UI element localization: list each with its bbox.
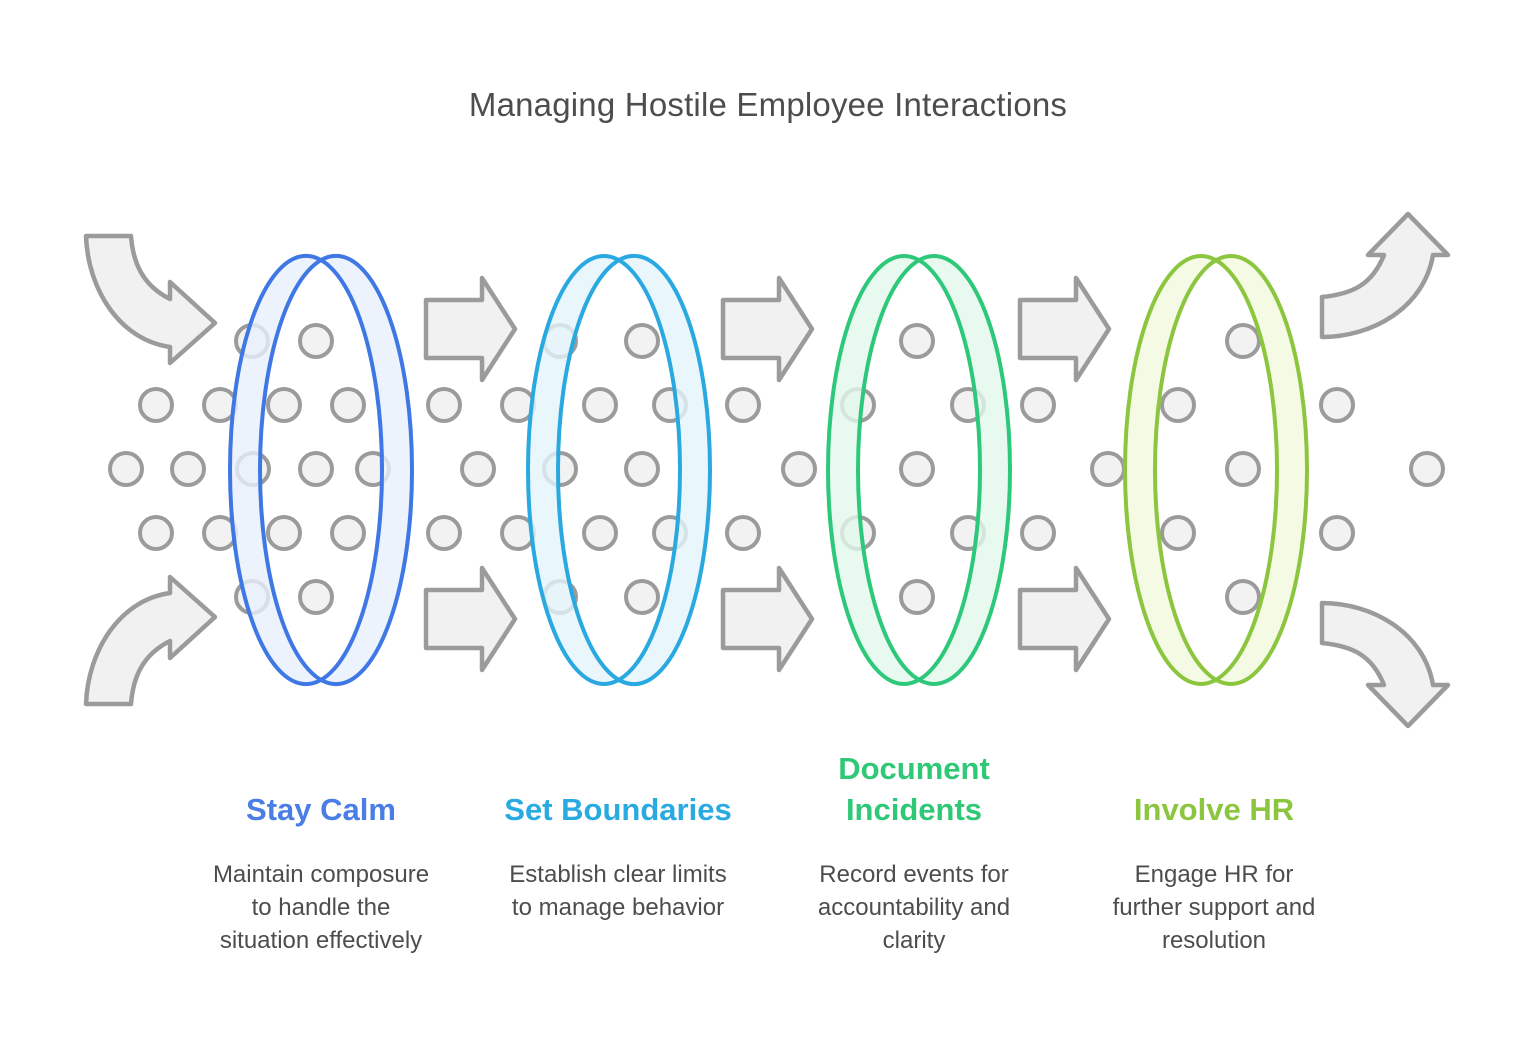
- stage-label-involve-hr: Involve HR: [1133, 792, 1295, 827]
- dot: [460, 451, 496, 487]
- outflow-top-arrow-icon: [1319, 211, 1451, 340]
- diagram-title: Managing Hostile Employee Interactions: [468, 86, 1068, 123]
- dot: [108, 451, 144, 487]
- right-arrow-icon: [1017, 275, 1112, 383]
- dot: [582, 515, 618, 551]
- dot: [266, 515, 302, 551]
- inflow-top-arrow-icon: [83, 233, 218, 366]
- dot: [1090, 451, 1126, 487]
- dot: [266, 387, 302, 423]
- dot: [899, 579, 935, 615]
- right-arrow-icon: [423, 275, 518, 383]
- outflow-bottom-arrow-icon: [1319, 600, 1451, 729]
- flow-ring-1: [227, 254, 415, 686]
- dot: [725, 515, 761, 551]
- dot: [1409, 451, 1445, 487]
- flow-ring-4: [1122, 254, 1310, 686]
- dot: [1020, 515, 1056, 551]
- dot: [426, 387, 462, 423]
- dot: [330, 387, 366, 423]
- stage-label-set-boundaries: Set Boundaries: [504, 792, 732, 827]
- dot: [1225, 323, 1261, 359]
- dot: [138, 387, 174, 423]
- dot: [1225, 579, 1261, 615]
- dot: [1160, 387, 1196, 423]
- stage-description-stay-calm: Maintain composure to handle the situati…: [212, 861, 430, 954]
- dot: [582, 387, 618, 423]
- stage-description-document-incidents: Record events for accountability and cla…: [817, 861, 1011, 954]
- dot: [725, 387, 761, 423]
- dot: [1225, 451, 1261, 487]
- stage-label-document-incidents: Document Incidents: [838, 751, 990, 827]
- flow-ring-2: [525, 254, 713, 686]
- dot: [899, 451, 935, 487]
- flow-ring-3: [825, 254, 1013, 686]
- right-arrow-icon: [720, 275, 815, 383]
- right-arrow-icon: [1017, 565, 1112, 673]
- dot: [170, 451, 206, 487]
- stage-description-set-boundaries: Establish clear limits to manage behavio…: [509, 861, 727, 921]
- dot: [298, 579, 334, 615]
- inflow-bottom-arrow-icon: [83, 574, 218, 707]
- dot: [1160, 515, 1196, 551]
- dot: [624, 451, 660, 487]
- right-arrow-icon: [720, 565, 815, 673]
- dot: [426, 515, 462, 551]
- stage-label-stay-calm: Stay Calm: [246, 792, 396, 827]
- dot: [1319, 387, 1355, 423]
- dot: [1319, 515, 1355, 551]
- stage-description-involve-hr: Engage HR for further support and resolu…: [1112, 861, 1316, 954]
- dot: [138, 515, 174, 551]
- right-arrow-icon: [423, 565, 518, 673]
- dot: [899, 323, 935, 359]
- dot: [330, 515, 366, 551]
- dot: [781, 451, 817, 487]
- dot: [624, 323, 660, 359]
- dot: [1020, 387, 1056, 423]
- dot: [298, 323, 334, 359]
- dot: [624, 579, 660, 615]
- dot: [298, 451, 334, 487]
